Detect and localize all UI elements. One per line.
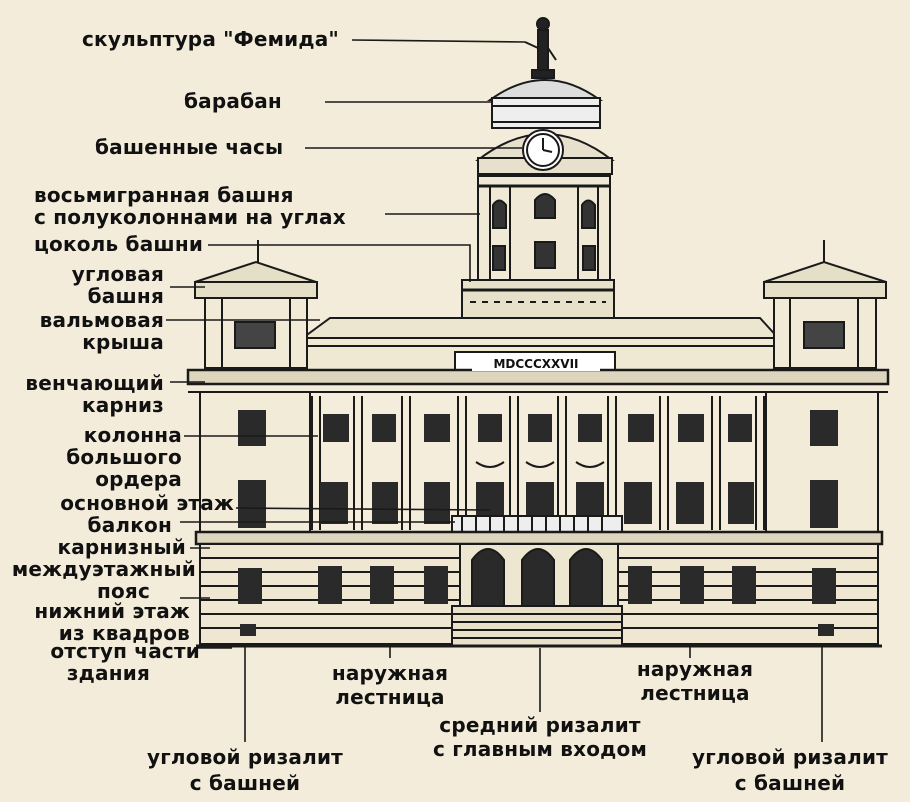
label-corner-left-1: угловой ризалит	[147, 745, 343, 769]
label-setback-2: здания	[66, 661, 150, 685]
belt-cornice	[194, 530, 884, 546]
label-column-3: ордера	[95, 467, 182, 491]
label-clock: башенные часы	[95, 135, 284, 159]
label-column-1: колонна	[83, 423, 182, 447]
label-lower-floor-1: нижний этаж	[34, 599, 190, 623]
label-balcony: балкон	[87, 513, 172, 537]
label-sculpture: скульптура "Фемида"	[82, 27, 340, 51]
hip-roof	[296, 317, 783, 341]
central-tower	[461, 17, 615, 323]
label-belt-1: карнизный	[57, 535, 186, 559]
label-corner-tower-2: башня	[87, 284, 164, 308]
balcony	[451, 515, 623, 533]
drum	[491, 97, 601, 129]
label-belt-3: пояс	[96, 579, 150, 603]
label-cornice-2: карниз	[81, 393, 164, 417]
label-corner-right-2: с башней	[734, 771, 846, 795]
label-stair-right-1: наружная	[636, 657, 754, 681]
sculpture-figure	[524, 17, 557, 79]
right-corner-tower	[763, 240, 887, 369]
exterior-stairs	[451, 605, 623, 647]
label-stair-right-2: лестница	[640, 681, 750, 705]
label-octagon-2: с полуколоннами на углах	[34, 205, 346, 229]
label-cornice-1: венчающий	[25, 371, 164, 395]
label-octagon-1: восьмигранная башня	[34, 183, 294, 207]
leader-lines	[166, 39, 823, 742]
label-central-1: средний ризалит	[439, 713, 641, 737]
drum-dome	[486, 79, 604, 101]
label-tower-base: цоколь башни	[34, 232, 204, 256]
label-corner-left-2: с башней	[189, 771, 301, 795]
label-lower-floor-2: из квадров	[58, 621, 190, 645]
label-stair-left-1: наружная	[331, 661, 449, 685]
label-stair-left-2: лестница	[335, 685, 445, 709]
left-corner-tower	[194, 240, 318, 369]
tower-clock	[522, 129, 564, 171]
label-central-2: с главным входом	[432, 737, 648, 761]
main-entrance	[459, 543, 619, 607]
label-corner-tower-1: угловая	[71, 262, 164, 286]
crowning-cornice	[186, 368, 890, 386]
label-main-floor: основной этаж	[60, 491, 234, 515]
label-hip-roof-1: вальмовая	[39, 308, 164, 332]
label-corner-right-1: угловой ризалит	[692, 745, 888, 769]
label-setback-1: отступ части	[50, 639, 200, 663]
label-drum: барабан	[184, 89, 282, 113]
label-column-2: большого	[66, 445, 182, 469]
great-order-columns	[311, 396, 765, 530]
label-belt-2: междуэтажный	[11, 557, 196, 581]
date-plate: MDCCCXXVII	[493, 357, 578, 371]
label-hip-roof-2: крыша	[82, 330, 164, 354]
